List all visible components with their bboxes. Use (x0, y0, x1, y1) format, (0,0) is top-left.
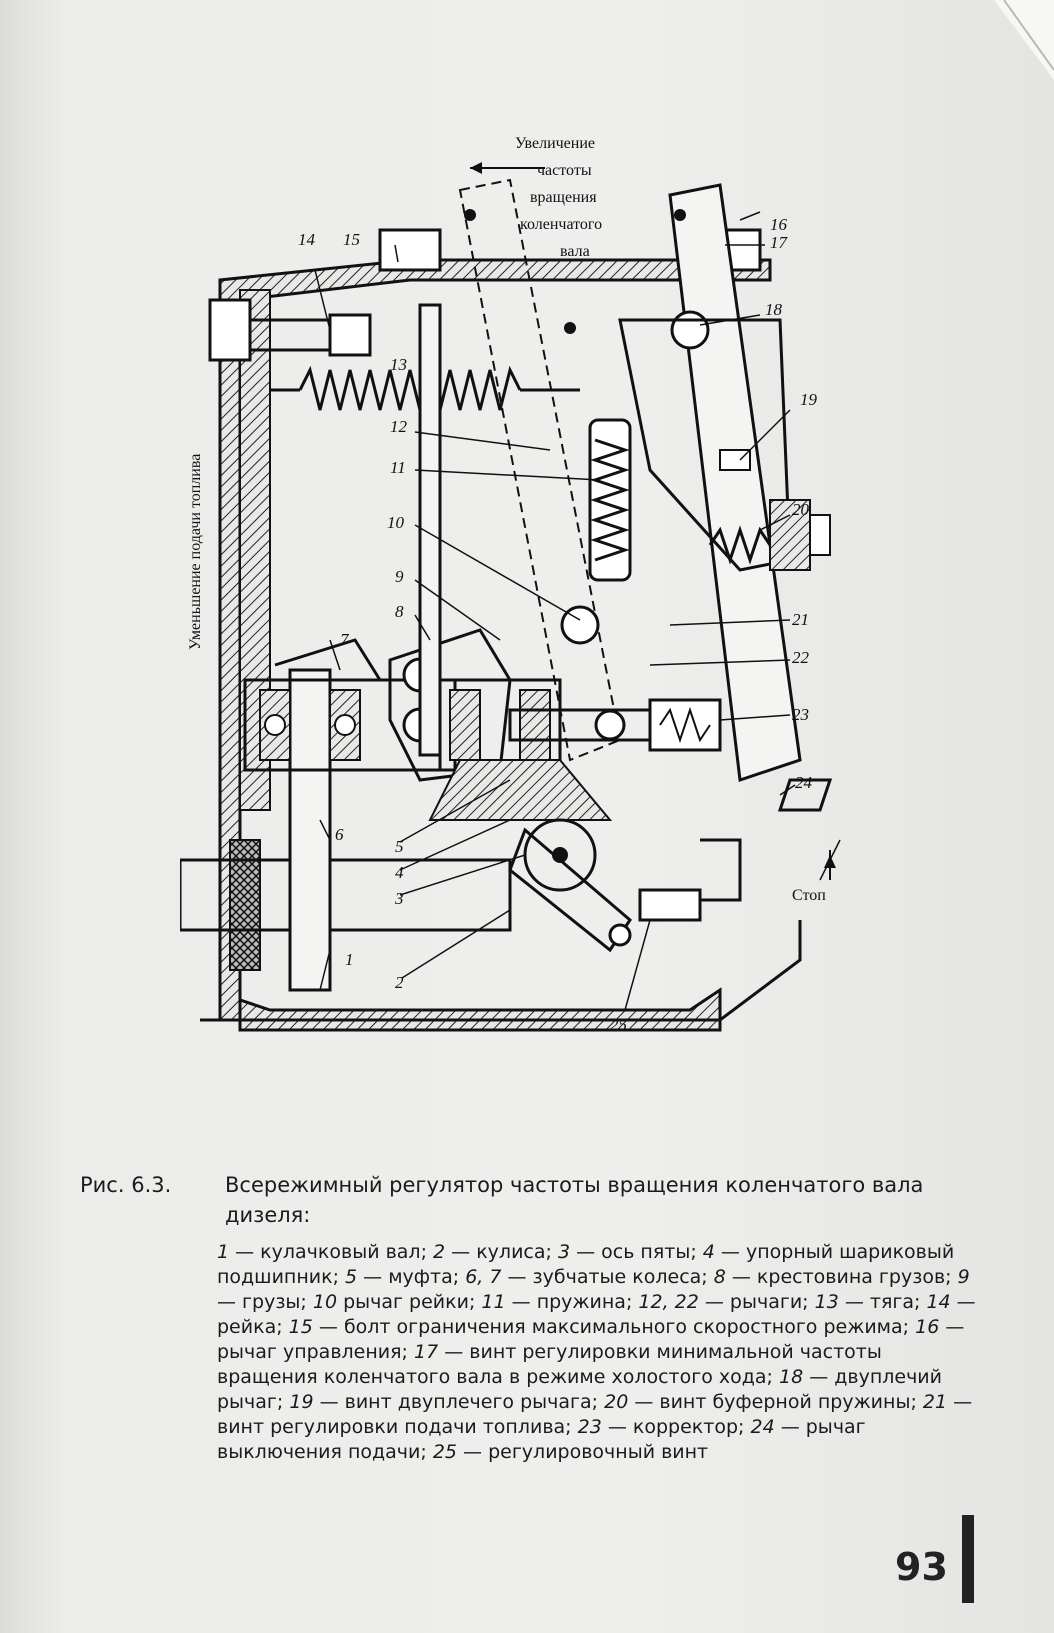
legend-description: — муфта; (357, 1266, 466, 1288)
legend-term: 15 (288, 1316, 313, 1338)
legend-description: — зубчатые колеса; (501, 1266, 714, 1288)
label-22: 22 (792, 648, 810, 667)
legend-term: 13 (814, 1291, 839, 1313)
label-2: 2 (395, 973, 404, 992)
note-increase-4: коленчатого (520, 216, 602, 233)
label-17: 17 (770, 233, 789, 252)
legend-description: — регулировочный винт (457, 1441, 709, 1463)
note-increase-3: вращения (530, 189, 597, 206)
legend-term: 11 (481, 1291, 506, 1313)
legend-term: 23 (577, 1416, 602, 1438)
label-6: 6 (335, 825, 344, 844)
label-25: 25 (610, 1015, 627, 1034)
label-10: 10 (387, 513, 405, 532)
legend-term: 9 (957, 1266, 970, 1288)
legend-description: — двуплечий рычаг; (217, 1366, 943, 1413)
arrows (470, 162, 836, 880)
note-increase-5: вала (560, 243, 590, 260)
legend-term: 6, 7 (465, 1266, 502, 1288)
lever-spring-11 (560, 418, 632, 645)
legend-description: — винт регулировки подачи топлива; (217, 1391, 973, 1438)
label-3: 3 (394, 889, 404, 908)
legend-description: — болт ограничения максимального скорост… (312, 1316, 916, 1338)
legend-term: 21 (922, 1391, 948, 1413)
legend-term: 20 (604, 1391, 629, 1413)
note-increase-1: Увеличение (515, 135, 595, 152)
legend-description: — кулиса; (445, 1241, 558, 1263)
legend-description: — рычаги; (698, 1291, 815, 1313)
rack-spring (208, 298, 580, 757)
legend-description: — крестовина грузов; (725, 1266, 958, 1288)
legend-term: 8 (713, 1266, 726, 1288)
link-assembly (508, 818, 742, 953)
legend-term: 1 (217, 1241, 230, 1263)
figure-legend: 1 — кулачковый вал; 2 — кулиса; 3 — ось … (217, 1240, 977, 1465)
legend-term: 4 (702, 1241, 715, 1263)
legend-term: 14 (926, 1291, 951, 1313)
label-13: 13 (390, 355, 407, 374)
legend-term: 18 (778, 1366, 804, 1388)
legend-description: — корректор; (601, 1416, 751, 1438)
label-18: 18 (765, 300, 783, 319)
label-16: 16 (770, 215, 788, 234)
legend-description: — грузы; (217, 1291, 313, 1313)
legend-term: 5 (345, 1266, 358, 1288)
legend-description: — пружина; (505, 1291, 639, 1313)
label-7: 7 (340, 630, 350, 649)
camshaft-gears (180, 638, 512, 992)
legend-description: — винт двуплечего рычага; (313, 1391, 605, 1413)
label-15: 15 (343, 230, 360, 249)
legend-description: — ось пяты; (570, 1241, 703, 1263)
legend-term: 19 (289, 1391, 314, 1413)
legend-description: — рычаг выключения подачи; (217, 1416, 866, 1463)
legend-term: 16 (915, 1316, 940, 1338)
label-20: 20 (792, 500, 810, 519)
control-levers (378, 178, 802, 783)
label-21: 21 (792, 610, 809, 629)
label-5: 5 (395, 837, 404, 856)
legend-term: 25 (432, 1441, 457, 1463)
figure-title: Всережимный регулятор частоты вращения к… (225, 1173, 924, 1227)
label-12: 12 (390, 417, 408, 436)
caption-header: Рис. 6.3. Всережимный регулятор частоты … (80, 1170, 980, 1230)
label-24: 24 (795, 773, 813, 792)
legend-description: — упорный шариковый подшипник; (217, 1241, 955, 1288)
label-19: 19 (800, 390, 818, 409)
label-11: 11 (390, 458, 406, 477)
governor-diagram: 14 15 16 17 18 19 20 21 22 23 24 25 13 1… (180, 135, 841, 1034)
note-decrease-fuel: Уменьшение подачи топлива (187, 454, 204, 650)
legend-term: 2 (433, 1241, 446, 1263)
legend-description: — кулачковый вал; (229, 1241, 434, 1263)
legend-description: рычаг рейки; (337, 1291, 482, 1313)
label-9: 9 (395, 567, 404, 586)
legend-term: 17 (414, 1341, 439, 1363)
legend-description: — винт регулировки минимальной частоты в… (217, 1341, 882, 1388)
corrector (508, 698, 833, 812)
page-number: 93 (895, 1545, 948, 1589)
label-14: 14 (298, 230, 316, 249)
legend-description: — рейка; (217, 1291, 976, 1338)
buffer-spring (708, 449, 831, 571)
label-1: 1 (345, 950, 354, 969)
label-8: 8 (395, 602, 404, 621)
legend-term: 12, 22 (638, 1291, 699, 1313)
figure-number: Рис. 6.3. (80, 1173, 172, 1197)
page-edge-bar (962, 1515, 974, 1603)
label-4: 4 (395, 863, 404, 882)
leader-lines (314, 211, 841, 1011)
figure-caption: Рис. 6.3. Всережимный регулятор частоты … (80, 1170, 980, 1465)
legend-term: 10 (312, 1291, 338, 1313)
legend-term: 3 (557, 1241, 571, 1263)
legend-description: — тяга; (838, 1291, 927, 1313)
note-stop: Стоп (792, 887, 826, 904)
legend-term: 24 (750, 1416, 775, 1438)
note-increase-2: частоты (537, 162, 592, 179)
legend-description: — рычаг управления; (217, 1316, 965, 1363)
page-corner-curl (994, 0, 1054, 80)
label-23: 23 (792, 705, 809, 724)
legend-description: — винт буферной пружины; (628, 1391, 923, 1413)
